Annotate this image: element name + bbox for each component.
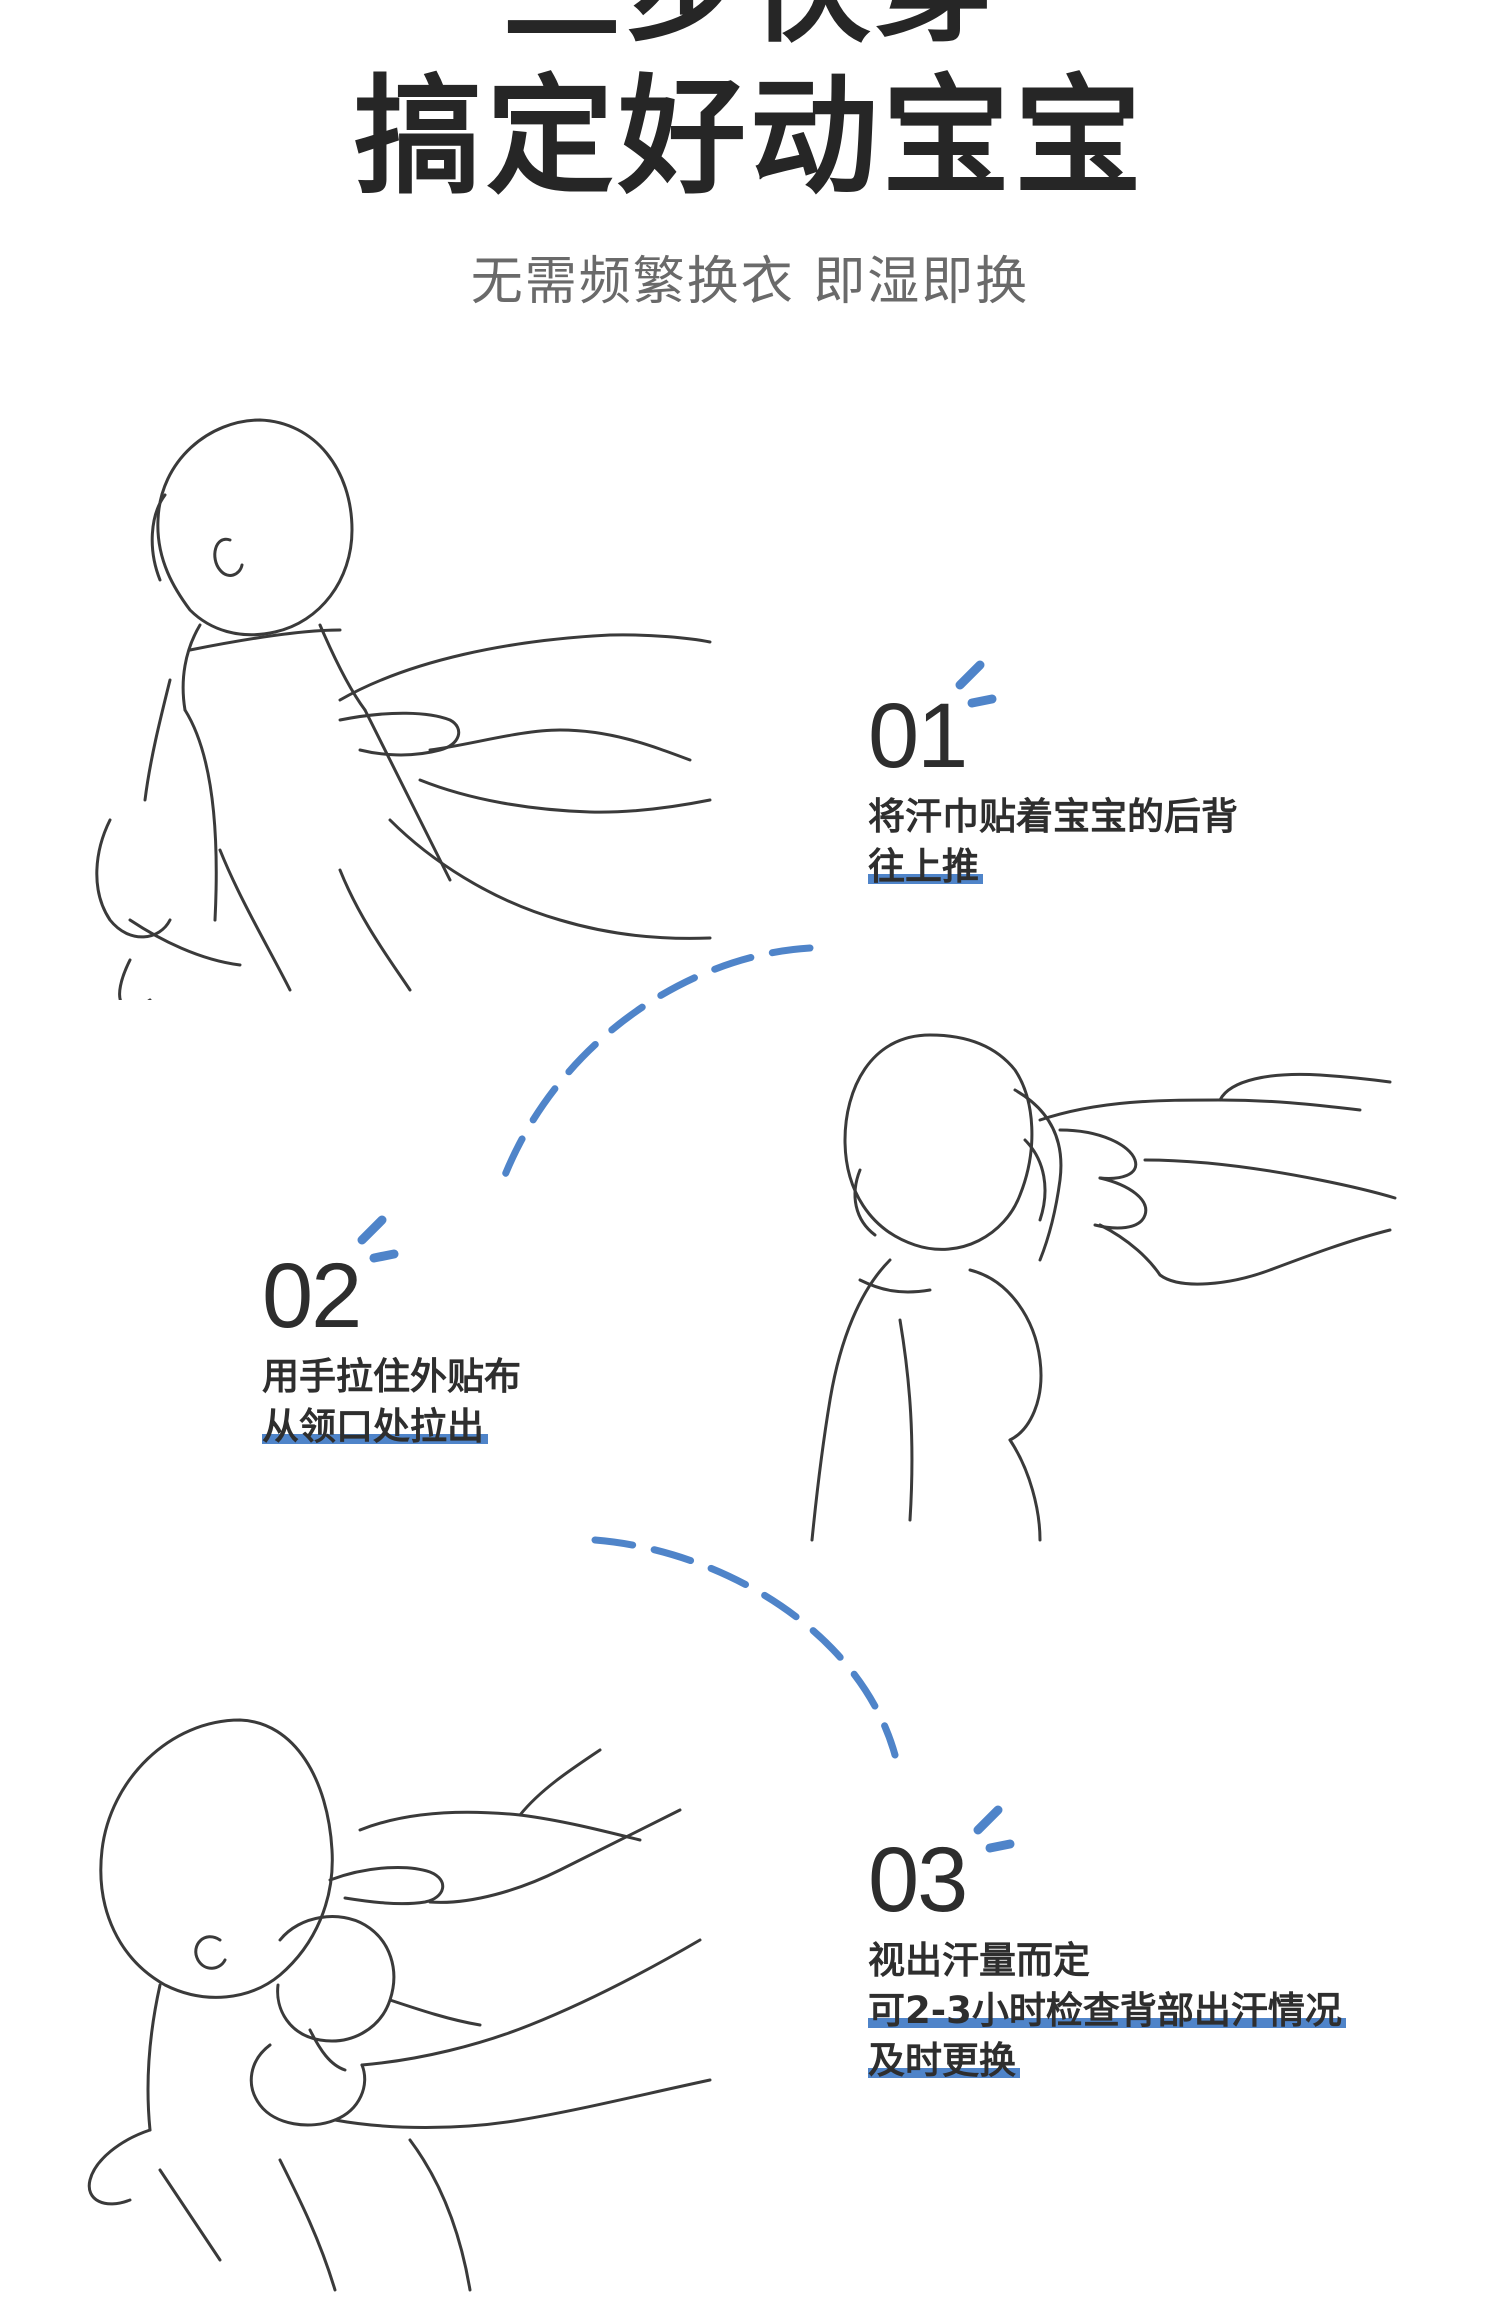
step-1-number: 01 xyxy=(868,685,968,787)
step3-illustration-icon xyxy=(87,1718,712,2292)
step-3-line-2: 可2-3小时检查背部出汗情况 xyxy=(868,1986,1346,2036)
blue-double-dash-icon xyxy=(973,1805,1015,1853)
step1-illustration-icon xyxy=(95,418,712,1000)
step-1-line-1: 将汗巾贴着宝宝的后背 xyxy=(868,795,1238,838)
page-subtitle: 无需频繁换衣 即湿即换 xyxy=(470,252,1030,312)
blue-double-dash-icon xyxy=(357,1215,399,1263)
page-title: 搞定好动宝宝 xyxy=(353,63,1146,212)
page-title-top: 三步快穿 xyxy=(0,0,1500,50)
step-1-line-2: 往上推 xyxy=(868,842,983,892)
step-3-line-3: 及时更换 xyxy=(868,2036,1020,2086)
step-3: 03 视出汗量而定 可2-3小时检查背部出汗情况 及时更换 xyxy=(868,1830,1346,2086)
step-2-line-1: 用手拉住外贴布 xyxy=(262,1355,521,1398)
dashed-connector-1-icon xyxy=(501,944,814,1179)
blue-double-dash-icon xyxy=(955,660,997,708)
step-2: 02 用手拉住外贴布 从领口处拉出 xyxy=(262,1246,521,1452)
step-2-line-2: 从领口处拉出 xyxy=(262,1402,488,1452)
step-1: 01 将汗巾贴着宝宝的后背 往上推 xyxy=(868,686,1238,892)
step2-illustration-icon xyxy=(810,1033,1397,1542)
step-3-number: 03 xyxy=(868,1829,968,1931)
step-3-line-1: 视出汗量而定 xyxy=(868,1939,1090,1982)
dashed-connector-2-icon xyxy=(591,1536,899,1759)
step-2-number: 02 xyxy=(262,1245,362,1347)
